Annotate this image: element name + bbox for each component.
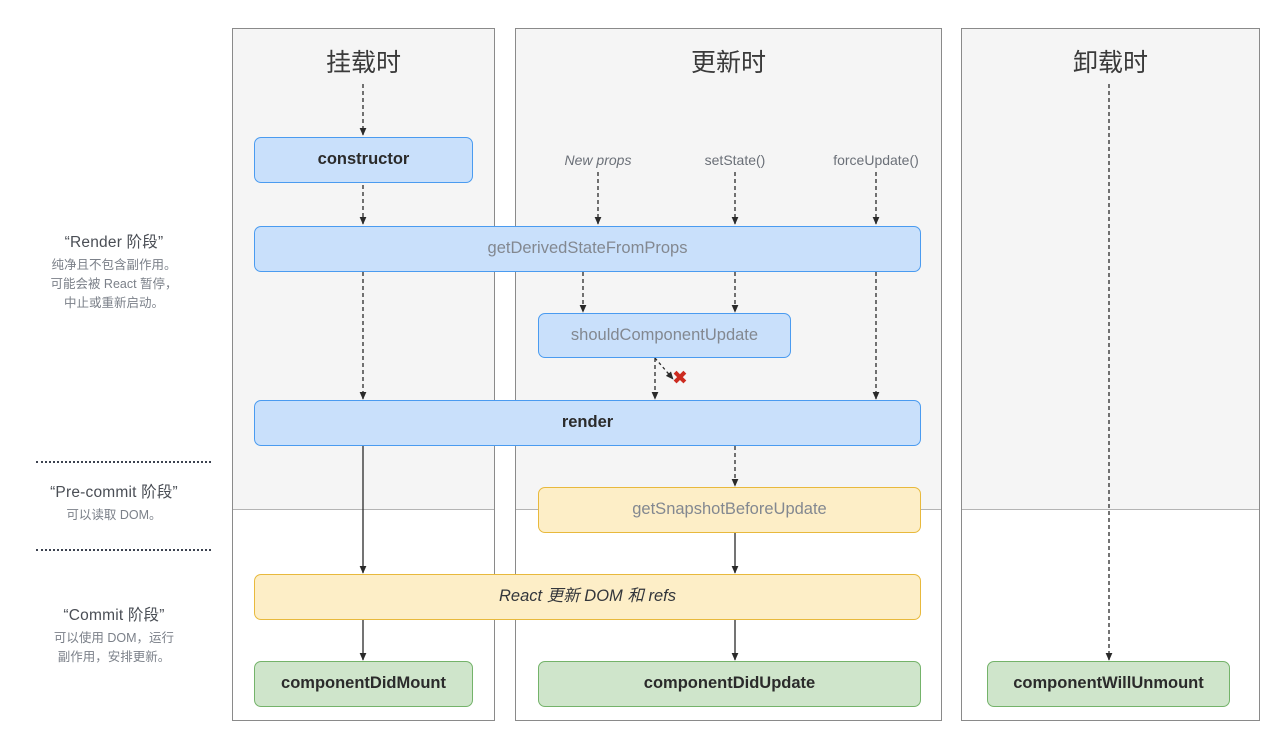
abort-x-icon: ✖: [672, 368, 688, 389]
node-render[interactable]: render: [254, 400, 921, 446]
node-react-updates-dom[interactable]: React 更新 DOM 和 refs: [254, 574, 921, 620]
node-component-did-mount-label: componentDidMount: [281, 674, 446, 693]
node-component-will-unmount[interactable]: componentWillUnmount: [987, 661, 1230, 707]
separator-render-precommit: [36, 461, 211, 463]
phase-title-pre-commit: “Pre-commit 阶段”: [50, 484, 178, 501]
phase-legend-pre-commit: “Pre-commit 阶段” 可以读取 DOM。: [8, 480, 220, 525]
separator-precommit-commit: [36, 549, 211, 551]
node-should-component-update-label: shouldComponentUpdate: [570, 325, 759, 344]
phase-desc-commit: 可以使用 DOM，运行 副作用，安排更新。: [53, 631, 175, 664]
node-react-updates-dom-label: React 更新 DOM 和 refs: [499, 587, 676, 606]
node-should-component-update[interactable]: shouldComponentUpdate: [538, 313, 791, 358]
node-render-label: render: [561, 413, 614, 432]
node-component-will-unmount-label: componentWillUnmount: [1013, 674, 1204, 693]
phase-title-render: “Render 阶段”: [64, 234, 164, 251]
phase-title-commit: “Commit 阶段”: [63, 607, 165, 624]
column-unmounting: 卸载时: [961, 28, 1260, 721]
node-component-did-mount[interactable]: componentDidMount: [254, 661, 473, 707]
trigger-set-state: setState(): [704, 152, 766, 168]
column-header-unmounting: 卸载时: [1072, 49, 1148, 77]
column-header-updating: 更新时: [690, 49, 766, 77]
phase-desc-pre-commit: 可以读取 DOM。: [66, 508, 162, 522]
trigger-force-update: forceUpdate(): [833, 152, 919, 168]
column-header-mounting: 挂载时: [325, 49, 401, 77]
node-get-snapshot-before-update[interactable]: getSnapshotBeforeUpdate: [538, 487, 921, 533]
node-get-derived-state-from-props[interactable]: getDerivedStateFromProps: [254, 226, 921, 272]
node-get-derived-state-from-props-label: getDerivedStateFromProps: [487, 239, 688, 258]
phase-legend-commit: “Commit 阶段” 可以使用 DOM，运行 副作用，安排更新。: [8, 603, 220, 667]
node-component-did-update[interactable]: componentDidUpdate: [538, 661, 921, 707]
column-unmounting-render-region: [962, 29, 1259, 510]
trigger-new-props: New props: [564, 152, 632, 168]
node-constructor[interactable]: constructor: [254, 137, 473, 183]
phase-legend-render: “Render 阶段” 纯净且不包含副作用。 可能会被 React 暂停， 中止…: [8, 230, 220, 313]
node-constructor-label: constructor: [317, 150, 410, 169]
phase-desc-render: 纯净且不包含副作用。 可能会被 React 暂停， 中止或重新启动。: [50, 258, 178, 310]
node-get-snapshot-before-update-label: getSnapshotBeforeUpdate: [632, 500, 827, 519]
node-component-did-update-label: componentDidUpdate: [643, 674, 816, 693]
